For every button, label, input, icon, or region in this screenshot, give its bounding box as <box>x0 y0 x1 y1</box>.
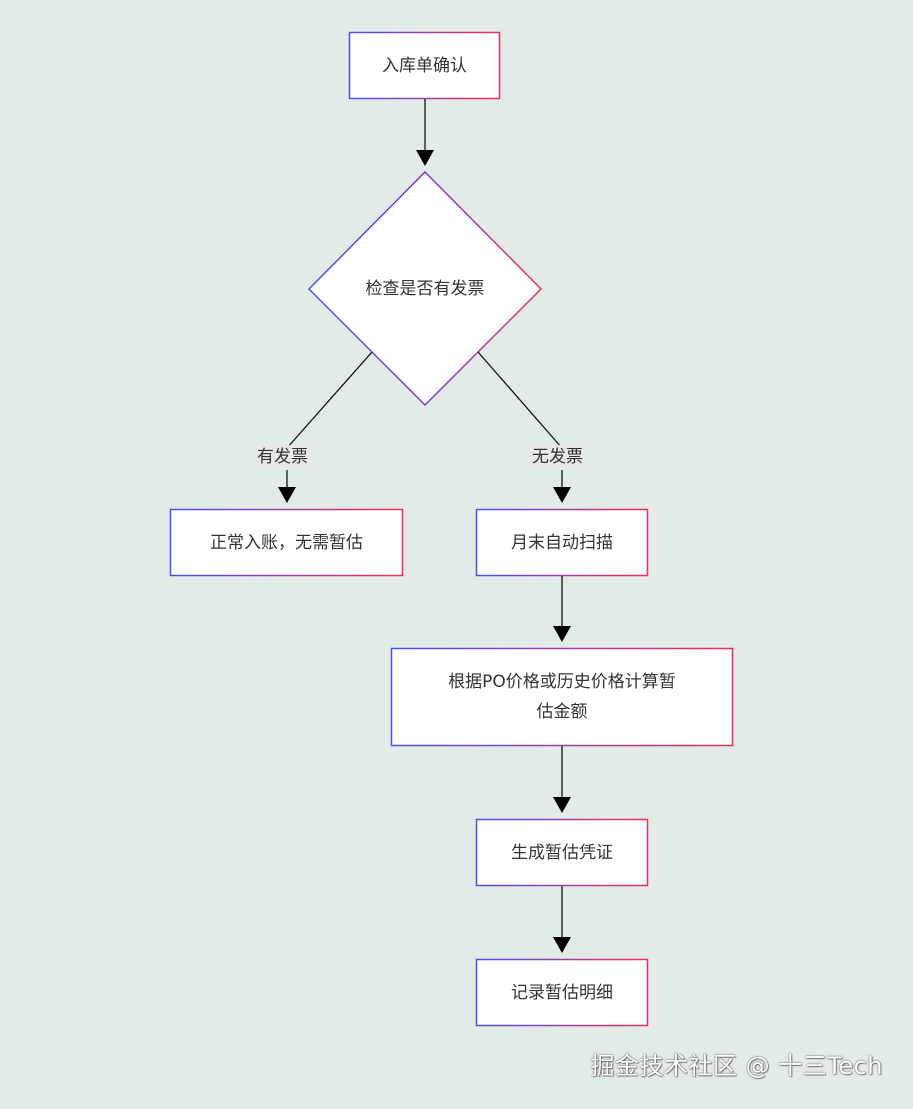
generate-voucher-node: 生成暂估凭证 <box>477 820 647 885</box>
decision-node-diamond <box>307 170 543 407</box>
arrowhead-normal-entry <box>278 487 296 503</box>
start-node: 入库单确认 <box>350 33 499 98</box>
record-detail-node: 记录暂估明细 <box>477 960 647 1025</box>
month-end-scan-node: 月末自动扫描 <box>477 510 647 575</box>
calc-node-box <box>390 647 734 747</box>
normal-entry-node-box <box>169 508 404 577</box>
edge-label-no-invoice: 无发票 <box>530 445 585 469</box>
generate-voucher-node-box <box>475 818 649 887</box>
generate-voucher-node-label: 生成暂估凭证 <box>511 842 613 863</box>
start-node-box <box>348 31 501 100</box>
calc-node-label-line1: 根据PO价格或历史价格计算暂 <box>448 672 676 692</box>
decision-node-label: 检查是否有发票 <box>365 279 485 299</box>
arrowhead-voucher <box>553 797 571 813</box>
edge-decision-to-month-end <box>477 351 563 449</box>
calc-node-label-line2: 估金额 <box>536 702 588 722</box>
month-end-scan-node-label: 月末自动扫描 <box>511 532 613 553</box>
calc-node: 根据PO价格或历史价格计算暂 估金额 <box>392 649 732 745</box>
watermark-text: 掘金技术社区 @ 十三Tech <box>590 1052 883 1080</box>
start-node-label: 入库单确认 <box>382 55 467 76</box>
normal-entry-node-label: 正常入账，无需暂估 <box>210 532 363 553</box>
normal-entry-node: 正常入账，无需暂估 <box>171 510 402 575</box>
record-detail-node-box <box>475 958 649 1027</box>
record-detail-node-label: 记录暂估明细 <box>511 982 613 1003</box>
arrowhead-decision <box>416 150 434 166</box>
arrowhead-record <box>553 937 571 953</box>
decision-node: 检查是否有发票 <box>320 270 530 308</box>
month-end-scan-node-box <box>475 508 649 577</box>
arrowhead-calc <box>553 626 571 642</box>
edge-label-has-invoice: 有发票 <box>255 445 310 469</box>
edge-decision-to-normal-entry <box>286 351 373 449</box>
arrowhead-month-end <box>553 487 571 503</box>
